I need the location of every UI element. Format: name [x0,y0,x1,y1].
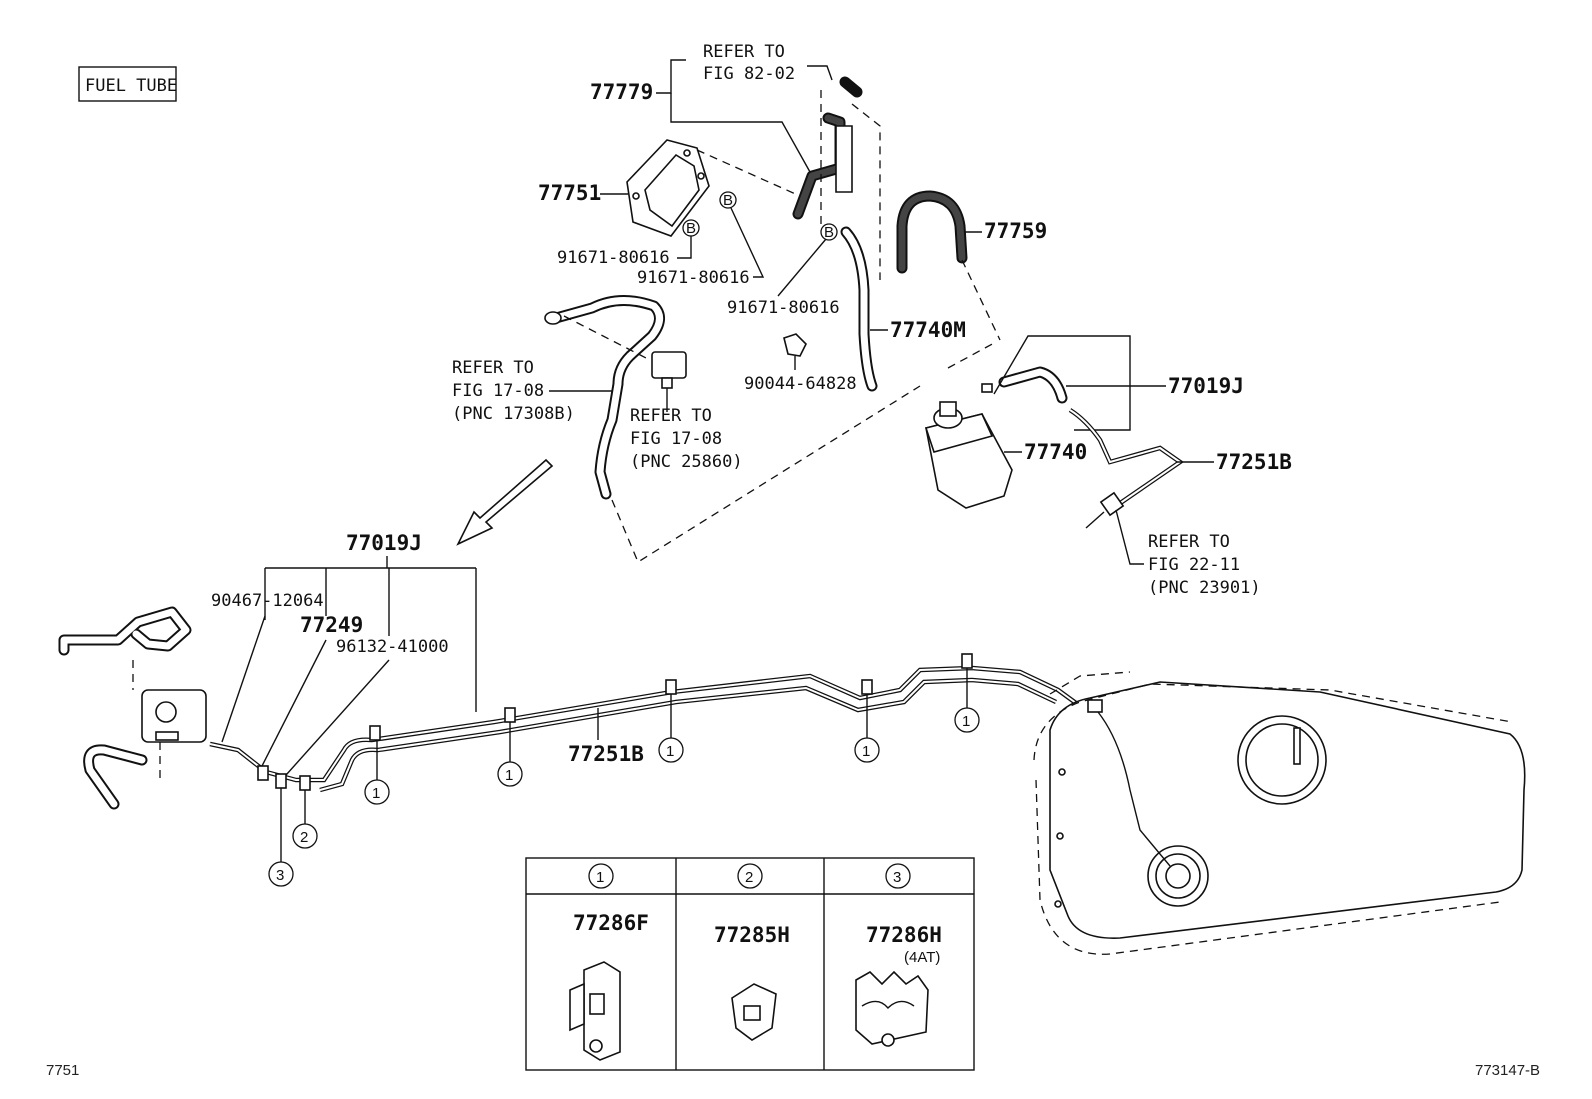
pipe-77251b-upper [1068,408,1184,508]
part-77740m-callout: 77740M [870,318,966,342]
part-77251b-main-label: 77251B [568,742,644,766]
footer-left: 7751 [46,1062,79,1079]
part-91671-a-label: 91671-80616 [557,248,670,268]
hose-77759 [896,190,968,274]
part-90467-label: 90467-12064 [211,591,324,611]
svg-text:B: B [686,220,696,237]
legend-cell-3: 3 77286H (4AT) [855,863,942,1047]
part-77751-callout: 77751 [538,181,628,205]
clip-marker-1b: 1 [497,722,523,787]
refer-82-02-line2: FIG 82-02 [703,64,795,84]
part-77779-callout: 77779 [590,59,811,173]
clip-77286h-icon [855,970,929,1047]
clip-marker-3: 3 [268,788,294,887]
legend-cell-2: 2 77285H [714,863,790,1041]
legend-cell-1: 1 77286F [569,863,649,1061]
title-box: FUEL TUBE [78,66,177,102]
hose-77740m [840,226,878,392]
refer-fig-17-08-b: REFER TO FIG 17-08 (PNC 25860) [630,406,743,472]
clip-marker-1c: 1 [658,694,684,763]
part-91671-c-callout: 91671-80616 [727,238,840,318]
title-text: FUEL TUBE [85,76,177,96]
clip-77286f-icon [569,961,621,1061]
part-77251b-main-callout: 77251B [568,708,644,766]
clip-marker-1e: 1 [954,668,980,733]
svg-text:2: 2 [300,829,308,846]
bolt-marker-b2: B [719,191,737,209]
hanger-77779 [792,76,863,220]
part-77249-label: 77249 [300,613,363,637]
bolt-marker-b1: B [682,219,700,237]
refer-82-02-line1: REFER TO [703,42,785,62]
part-77019j-main-label: 77019J [346,531,422,555]
part-91671-a-callout: 91671-80616 [557,236,692,268]
legend-2-part: 77285H [714,923,790,947]
legend-3-note: (4AT) [904,949,940,966]
refer-17-08-a-line1: REFER TO [452,358,534,378]
refer-17-08-b-line1: REFER TO [630,406,712,426]
refer-17-08-a-line3: (PNC 17308B) [452,404,575,424]
part-96132-label: 96132-41000 [336,637,449,657]
vsv-25860 [651,351,687,412]
svg-text:B: B [723,192,733,209]
clip-90044 [783,333,807,370]
part-77759-label: 77759 [984,219,1047,243]
refer-17-08-b-line2: FIG 17-08 [630,429,722,449]
svg-text:1: 1 [666,743,674,760]
part-91671-b-label: 91671-80616 [637,268,750,288]
left-u-hose [83,744,148,810]
bolt-marker-b3: B [820,223,838,241]
legend-3-part: 77286H [866,923,942,947]
pipe-clips [257,653,973,791]
part-90044-label: 90044-64828 [744,374,857,394]
connector-body [141,689,207,743]
pipe-77251b-main [209,665,1082,793]
refer-fig-82-02: REFER TO FIG 82-02 [703,42,833,84]
canister-77740 [924,401,1013,509]
svg-text:1: 1 [505,767,513,784]
clip-marker-1a: 1 [364,740,390,805]
part-77019j-main-callout: 77019J [264,531,477,712]
hose-77019j-upper [981,366,1068,404]
refer-22-11-line3: (PNC 23901) [1148,578,1261,598]
refer-17-08-a-line2: FIG 17-08 [452,381,544,401]
part-77759-callout: 77759 [964,219,1047,243]
bracket-77751 [626,139,710,237]
part-77740-callout: 77740 [1004,440,1087,464]
svg-text:1: 1 [862,743,870,760]
left-vapor-hose [58,606,192,656]
refer-fig-17-08-a: REFER TO FIG 17-08 (PNC 17308B) [452,358,612,424]
part-77251b-upper-callout: 77251B [1176,450,1292,474]
clip-marker-2: 2 [292,790,318,849]
part-77740-label: 77740 [1024,440,1087,464]
part-77740m-label: 77740M [890,318,966,342]
part-91671-b-callout: 91671-80616 [637,207,765,288]
part-91671-c-label: 91671-80616 [727,298,840,318]
refer-22-11-line2: FIG 22-11 [1148,555,1240,575]
filter-fitting-23901 [1085,491,1125,529]
refer-17-08-b-line3: (PNC 25860) [630,452,743,472]
legend-1-num: 1 [596,869,604,886]
svg-text:B: B [824,224,834,241]
footer-right: 773147-B [1475,1062,1540,1079]
clip-77285h-icon [731,983,777,1041]
part-77751-label: 77751 [538,181,601,205]
part-77251b-upper-label: 77251B [1216,450,1292,474]
legend-3-num: 3 [893,869,901,886]
svg-text:1: 1 [372,785,380,802]
part-77019j-upper-label: 77019J [1168,374,1244,398]
legend-2-num: 2 [745,869,753,886]
svg-text:1: 1 [962,713,970,730]
svg-text:3: 3 [276,867,284,884]
part-77019j-upper-callout: 77019J [993,335,1244,431]
refer-22-11-line1: REFER TO [1148,532,1230,552]
part-77779-label: 77779 [590,80,653,104]
vapor-hose-upper-left [544,294,665,500]
direction-arrow [456,458,554,546]
fuel-tank [1033,671,1526,955]
refer-fig-22-11: REFER TO FIG 22-11 (PNC 23901) [1115,509,1261,598]
clip-marker-1d: 1 [854,694,880,763]
legend-1-part: 77286F [573,911,649,935]
